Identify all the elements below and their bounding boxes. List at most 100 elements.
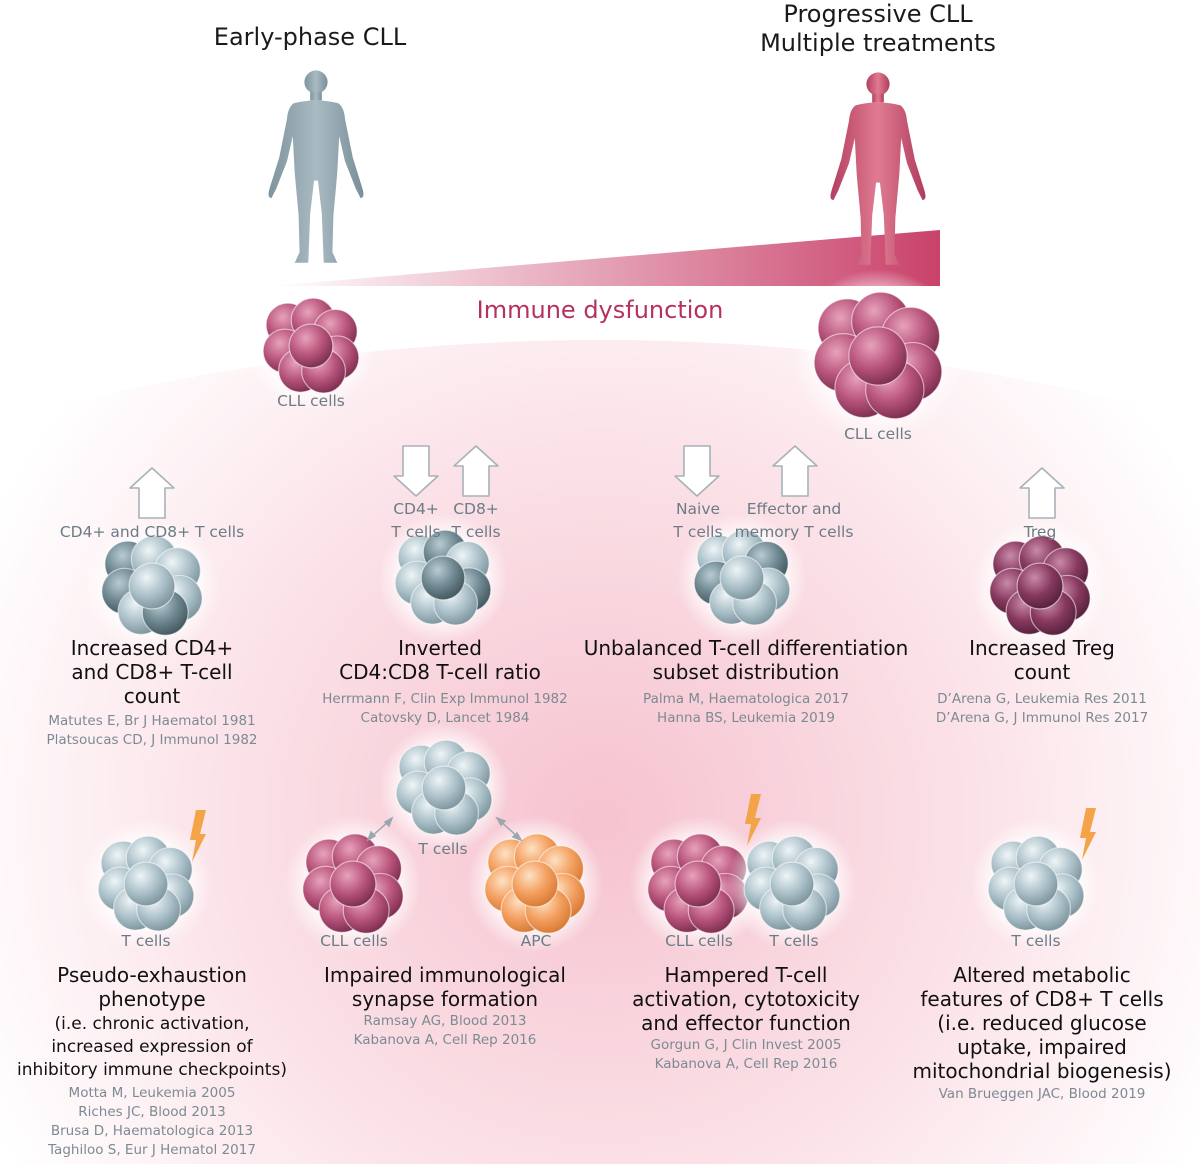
label-t-cells-synapse: T cells <box>418 840 468 858</box>
arrow-label-naive-line-2: T cells <box>673 523 723 541</box>
refs-impaired-synapse: Ramsay AG, Blood 2013 Kabanova A, Cell R… <box>310 1012 580 1050</box>
arrow-label-treg: Treg <box>1023 523 1057 541</box>
heading-increased-treg: Increased Treg count <box>930 636 1154 684</box>
subtitle-pseudo-exhaustion: (i.e. chronic activation, increased expr… <box>10 1013 294 1082</box>
up-arrow-icon <box>453 445 499 497</box>
progressive-title-line-2: Multiple treatments <box>760 29 996 57</box>
heading-line: count <box>123 684 181 708</box>
t-cell-cluster-cd4-cd8 <box>83 517 221 655</box>
lightning-bolt-icon <box>1080 808 1096 860</box>
cell <box>1016 562 1064 610</box>
label-cll-cells-synapse: CLL cells <box>320 932 388 950</box>
reference: Platsoucas CD, J Immunol 1982 <box>46 732 258 748</box>
arrow-label-naive: Naive T cells <box>660 498 736 544</box>
arrow-label-cd8: CD8+ T cells <box>440 498 512 544</box>
refs-unbalanced-differentiation: Palma M, Haematologica 2017 Hanna BS, Le… <box>610 690 882 728</box>
cll-cluster-progressive <box>791 269 965 443</box>
t-cell-cluster-synapse <box>378 722 510 854</box>
reference: Palma M, Haematologica 2017 <box>643 691 849 707</box>
heading-line: Hampered T-cell <box>664 963 828 987</box>
heading-line: Unbalanced T-cell differentiation <box>583 636 909 660</box>
label-cll-cells-hampered: CLL cells <box>665 932 733 950</box>
subtitle-line: increased expression of <box>51 1037 253 1057</box>
refs-increased-cd4-cd8: Matutes E, Br J Haematol 1981 Platsoucas… <box>22 712 282 750</box>
lightning-bolt-icon <box>745 794 761 846</box>
t-cell-cluster-metabolic <box>970 818 1102 950</box>
cll-cluster-early <box>245 280 377 412</box>
heading-line: Impaired immunological <box>324 963 566 987</box>
heading-impaired-synapse: Impaired immunological synapse formation <box>300 963 590 1011</box>
heading-hampered-activation: Hampered T-cell activation, cytotoxicity… <box>616 963 876 1035</box>
synapse-interaction-arrows <box>366 816 523 842</box>
refs-increased-treg: D’Arena G, Leukemia Res 2011 D’Arena G, … <box>910 690 1174 728</box>
heading-line: Increased CD4+ <box>70 636 234 660</box>
progressive-title-line-1: Progressive CLL <box>783 0 973 28</box>
cell <box>674 860 722 908</box>
reference: Herrmann F, Clin Exp Immunol 1982 <box>322 691 568 707</box>
early-phase-human-figure <box>268 70 364 263</box>
heading-line: Altered metabolic <box>953 963 1131 987</box>
heading-line: and CD8+ T-cell <box>71 660 233 684</box>
heading-line: phenotype <box>98 987 206 1011</box>
reference: Gorgun G, J Clin Invest 2005 <box>650 1037 842 1053</box>
heading-line: uptake, impaired <box>957 1035 1127 1059</box>
arrow-label-naive-line-1: Naive <box>675 500 721 518</box>
immune-dysfunction-label: Immune dysfunction <box>476 296 724 324</box>
arrow-label-cd4: CD4+ T cells <box>380 498 452 544</box>
cll-cells-label-right: CLL cells <box>844 425 912 443</box>
reference: Riches JC, Blood 2013 <box>78 1104 226 1120</box>
label-apc: APC <box>520 932 552 950</box>
reference: Brusa D, Haematologica 2013 <box>50 1123 254 1139</box>
label-t-cells-metabolic: T cells <box>1011 932 1061 950</box>
arrow-label-cd8-line-2: T cells <box>451 523 501 541</box>
refs-pseudo-exhaustion: Motta M, Leukemia 2005 Riches JC, Blood … <box>22 1084 282 1160</box>
reference: Hanna BS, Leukemia 2019 <box>657 710 835 726</box>
heading-line: and effector function <box>641 1011 851 1035</box>
cell <box>128 562 176 610</box>
label-t-cells-exhaustion: T cells <box>121 932 171 950</box>
subtitle-line: inhibitory immune checkpoints) <box>17 1060 287 1080</box>
down-arrow-icon <box>674 445 720 497</box>
progressive-title: Progressive CLL Multiple treatments <box>728 0 1028 58</box>
label-t-cells-hampered: T cells <box>769 932 819 950</box>
t-cell-cluster-ratio <box>377 512 509 644</box>
arrow-label-cd8-line-1: CD8+ <box>453 500 499 518</box>
arrow-label-cd4-line-2: T cells <box>391 523 441 541</box>
subtitle-line: (i.e. chronic activation, <box>54 1014 250 1034</box>
t-cell-cluster-differentiation <box>676 512 808 644</box>
cell <box>123 861 169 907</box>
cell <box>848 326 908 386</box>
heading-line: subset distribution <box>652 660 840 684</box>
cll-cluster-synapse <box>284 815 422 953</box>
arrow-label-effector-line-1: Effector and <box>746 500 842 518</box>
heading-increased-cd4-cd8: Increased CD4+ and CD8+ T-cell count <box>22 636 282 708</box>
reference: D’Arena G, Leukemia Res 2011 <box>937 691 1147 707</box>
early-phase-title: Early-phase CLL <box>213 23 407 51</box>
heading-altered-metabolic: Altered metabolic features of CD8+ T cel… <box>900 963 1184 1083</box>
heading-line: Inverted <box>398 636 482 660</box>
heading-line: Pseudo-exhaustion <box>57 963 247 987</box>
reference: Matutes E, Br J Haematol 1981 <box>48 713 256 729</box>
reference: Van Brueggen JAC, Blood 2019 <box>938 1086 1146 1102</box>
up-arrow-icon <box>772 445 818 497</box>
heading-line: activation, cytotoxicity <box>632 987 860 1011</box>
arrow-label-effector-memory: Effector and memory T cells <box>726 498 862 544</box>
reference: Motta M, Leukemia 2005 <box>68 1085 236 1101</box>
heading-pseudo-exhaustion: Pseudo-exhaustion phenotype <box>22 963 282 1011</box>
treg-cluster <box>971 517 1109 655</box>
cell <box>719 555 765 601</box>
arrow-label-cd4-cd8: CD4+ and CD8+ T cells <box>59 523 245 541</box>
apc-cluster <box>466 815 604 953</box>
cell <box>1013 861 1059 907</box>
lightning-bolt-icon <box>190 810 206 862</box>
heading-line: features of CD8+ T cells <box>920 987 1164 1011</box>
heading-line: CD4:CD8 T-cell ratio <box>339 660 541 684</box>
heading-inverted-ratio: Inverted CD4:CD8 T-cell ratio <box>310 636 570 684</box>
refs-hampered-activation: Gorgun G, J Clin Invest 2005 Kabanova A,… <box>616 1036 876 1074</box>
up-arrow-icon <box>1019 467 1065 519</box>
down-arrow-icon <box>393 445 439 497</box>
refs-altered-metabolic: Van Brueggen JAC, Blood 2019 <box>910 1085 1174 1104</box>
reference: Catovsky D, Lancet 1984 <box>360 710 530 726</box>
reference: Ramsay AG, Blood 2013 <box>363 1013 527 1029</box>
